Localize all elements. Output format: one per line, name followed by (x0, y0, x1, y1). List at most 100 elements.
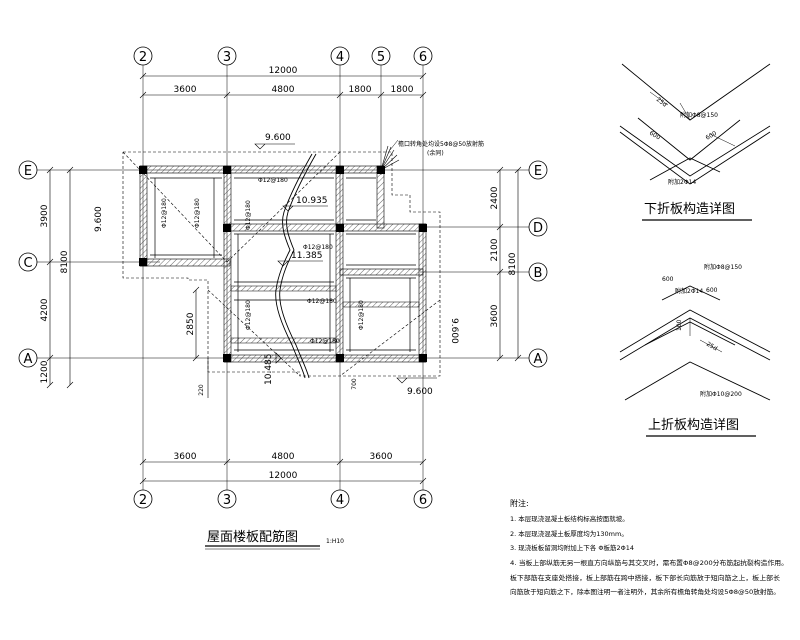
svg-text:11.385: 11.385 (291, 251, 323, 261)
svg-text:5: 5 (377, 50, 385, 65)
dim-left-seg: 4200 (40, 298, 50, 321)
dim-top-seg: 4800 (272, 85, 295, 95)
detail-bar-label: 附加2Φ14 (668, 178, 696, 186)
detail-title: 下折板构造详图 (644, 202, 735, 217)
axis-bubble: C (18, 252, 38, 272)
svg-text:E: E (24, 164, 32, 179)
rebar-lines (150, 177, 416, 352)
svg-text:2: 2 (139, 50, 147, 65)
rebar-label: Φ12@180 (358, 300, 365, 330)
axis-bubble: 4 (330, 489, 350, 509)
elevation-mark: 9.600 (94, 206, 104, 232)
svg-text:E: E (534, 164, 542, 179)
dim-left-total: 8100 (60, 250, 70, 273)
rebar-label: Φ12@180 (258, 177, 288, 184)
detail-bar-label: 附加2Φ14 (675, 287, 703, 295)
axis-bubble: E (528, 160, 548, 180)
detail-dim: 600 (706, 287, 718, 294)
corner-radial-bars (380, 145, 400, 171)
svg-text:6: 6 (419, 493, 427, 508)
svg-text:9.600: 9.600 (449, 318, 459, 344)
dim-inner: 2850 (186, 312, 196, 335)
rebar-label: Φ12@180 (303, 244, 333, 251)
rebar-label: Φ12@180 (245, 200, 252, 230)
detail-bar-label: 附加Φ8@150 (704, 263, 742, 271)
axis-bubble: A (528, 348, 548, 368)
note-line: 2. 本层现浇混凝土板厚度均为130mm。 (510, 529, 628, 538)
elevation-mark: 9.600 (449, 318, 459, 344)
beams (139, 165, 427, 363)
svg-text:3: 3 (223, 493, 231, 508)
svg-text:檐口转角处均设5Φ8@50放射筋: 檐口转角处均设5Φ8@50放射筋 (398, 140, 484, 148)
axis-bubble: A (18, 348, 38, 368)
elevation-marks: 9.600 10.935 11.385 10.485 9.600 9.600 9… (94, 133, 459, 397)
svg-text:2: 2 (139, 493, 147, 508)
axis-bubble: E (18, 160, 38, 180)
axis-bubble: D (528, 217, 548, 237)
axis-bubble: 3 (217, 489, 237, 509)
dim-inner: 700 (351, 378, 358, 390)
svg-text:A: A (534, 352, 543, 367)
detail-title: 上折板构造详图 (648, 418, 739, 433)
ridge-lines (275, 153, 317, 379)
detail-dim: 600 (662, 276, 674, 283)
rebar-label: Φ12@180 (245, 300, 252, 330)
svg-text:4: 4 (336, 50, 344, 65)
svg-text:9.600: 9.600 (407, 387, 433, 397)
dim-top-seg: 1800 (391, 85, 414, 95)
svg-text:B: B (534, 266, 543, 281)
svg-text:6: 6 (419, 50, 427, 65)
rebar-label: Φ12@180 (310, 338, 340, 345)
dim-top-total: 12000 (269, 66, 298, 76)
detail-bar-label: 附加Φ8@150 (680, 111, 718, 119)
detail-bar-label: 附加Φ10@200 (700, 390, 742, 398)
dim-right-seg: 3600 (490, 304, 500, 327)
axis-bubble: B (528, 262, 548, 282)
detail-lower-fold: 25d 附加Φ8@150 600 600 附加2Φ14 下折板构造详图 (619, 63, 771, 221)
detail-upper-fold: 附加Φ8@150 附加2Φ14 600 600 100 25d 附加Φ10@20… (619, 263, 771, 437)
plan-scale: 1:H10 (326, 538, 344, 545)
axis-bubble: 2 (133, 46, 153, 66)
svg-text:3: 3 (223, 50, 231, 65)
axis-bubble: 4 (330, 46, 350, 66)
note-line: 板下部筋在支座处搭接，板上部筋在跨中搭接，板下部长向筋放于短向筋之上，板上部长 (510, 573, 781, 582)
note-line: 向筋放于短向筋之下，除本图注明一者注明外，其余所有檐角转角处均设5Φ8@50放射… (510, 587, 780, 596)
rebar-labels: Φ12@180 Φ12@180 Φ12@180 Φ12@180 Φ12@180 … (161, 177, 365, 345)
notes-heading: 附注: (510, 498, 529, 508)
svg-text:9.600: 9.600 (265, 133, 291, 143)
svg-text:C: C (23, 256, 32, 271)
detail-dim: 600 (648, 130, 662, 142)
svg-text:4: 4 (336, 493, 344, 508)
dim-inner: 220 (198, 384, 205, 396)
note-line: 1. 本层现浇混凝土板结构标高按面就坡。 (510, 514, 629, 523)
detail-dim: 25d (655, 96, 668, 109)
dimension-lines (46, 72, 522, 485)
rebar-label: Φ12@180 (194, 198, 201, 228)
corner-note: 檐口转角处均设5Φ8@50放射筋 (余同) (389, 139, 484, 157)
dim-right-total: 8100 (508, 252, 518, 275)
notes: 附注: 1. 本层现浇混凝土板结构标高按面就坡。 2. 本层现浇混凝土板厚度均为… (510, 498, 788, 596)
svg-text:9.600: 9.600 (94, 206, 104, 232)
svg-text:(余同): (余同) (427, 149, 444, 157)
axis-bubble: 5 (371, 46, 391, 66)
dim-left-seg: 1200 (40, 360, 50, 383)
note-line: 3. 现浇板板留洞均附加上下各 Φ板筋2Φ14 (510, 543, 634, 552)
dim-bottom-seg: 3600 (370, 452, 393, 462)
axis-bubbles-left: E C A (18, 160, 38, 368)
axis-bubbles-right: E D B A (528, 160, 548, 368)
elevation-mark: 9.600 (254, 133, 295, 150)
svg-text:D: D (533, 221, 543, 236)
axis-bubble: 3 (217, 46, 237, 66)
elevation-mark: 11.385 (277, 251, 323, 267)
grid-lines (37, 65, 530, 490)
dim-right-seg: 2100 (490, 238, 500, 261)
axis-bubbles-bottom: 2 3 4 6 (133, 489, 433, 509)
dim-bottom-seg: 3600 (174, 452, 197, 462)
rebar-label: Φ12@180 (161, 198, 168, 228)
dim-top-seg: 3600 (174, 85, 197, 95)
elevation-mark: 10.485 (264, 352, 282, 385)
detail-dim: 600 (705, 130, 719, 142)
rebar-label: Φ12@180 (307, 298, 337, 305)
svg-text:屋面楼板配筋图: 屋面楼板配筋图 (207, 529, 298, 545)
